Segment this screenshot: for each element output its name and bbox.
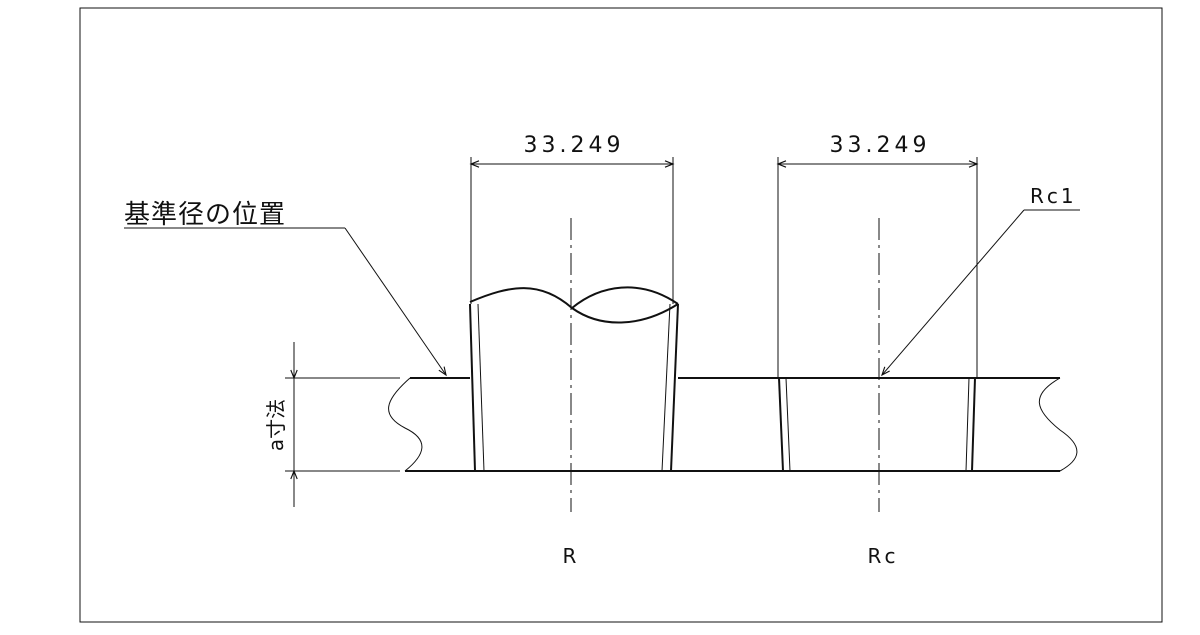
r-fitting-break-line-back xyxy=(571,286,679,309)
rc-dimension-value: 33.249 xyxy=(830,133,931,158)
rc-note-leader xyxy=(881,209,1025,377)
r-fitting-right-outline xyxy=(670,303,679,472)
rc-fitting-right-thread xyxy=(965,377,970,472)
a-dimension-label: a寸法 xyxy=(264,399,288,451)
r-fitting-left-thread xyxy=(477,303,485,472)
r-fitting-label: R xyxy=(563,544,580,568)
plate-break-line-left xyxy=(388,377,423,472)
rc-fitting-label: Rc xyxy=(868,544,899,568)
r-dimension-value: 33.249 xyxy=(524,133,625,158)
rc-fitting-left-thread xyxy=(785,377,791,472)
rc-fitting-left-outline xyxy=(778,377,784,472)
rc-note: Rc1 xyxy=(1030,184,1077,208)
drawing-frame xyxy=(79,7,1163,623)
r-fitting-left-outline xyxy=(469,303,476,472)
reference-diameter-leader xyxy=(344,227,447,377)
plate-break-line-right xyxy=(1038,377,1078,472)
reference-diameter-note: 基準径の位置 xyxy=(124,200,286,230)
r-fitting-right-thread xyxy=(661,303,671,472)
rc-fitting-right-outline xyxy=(971,377,976,472)
